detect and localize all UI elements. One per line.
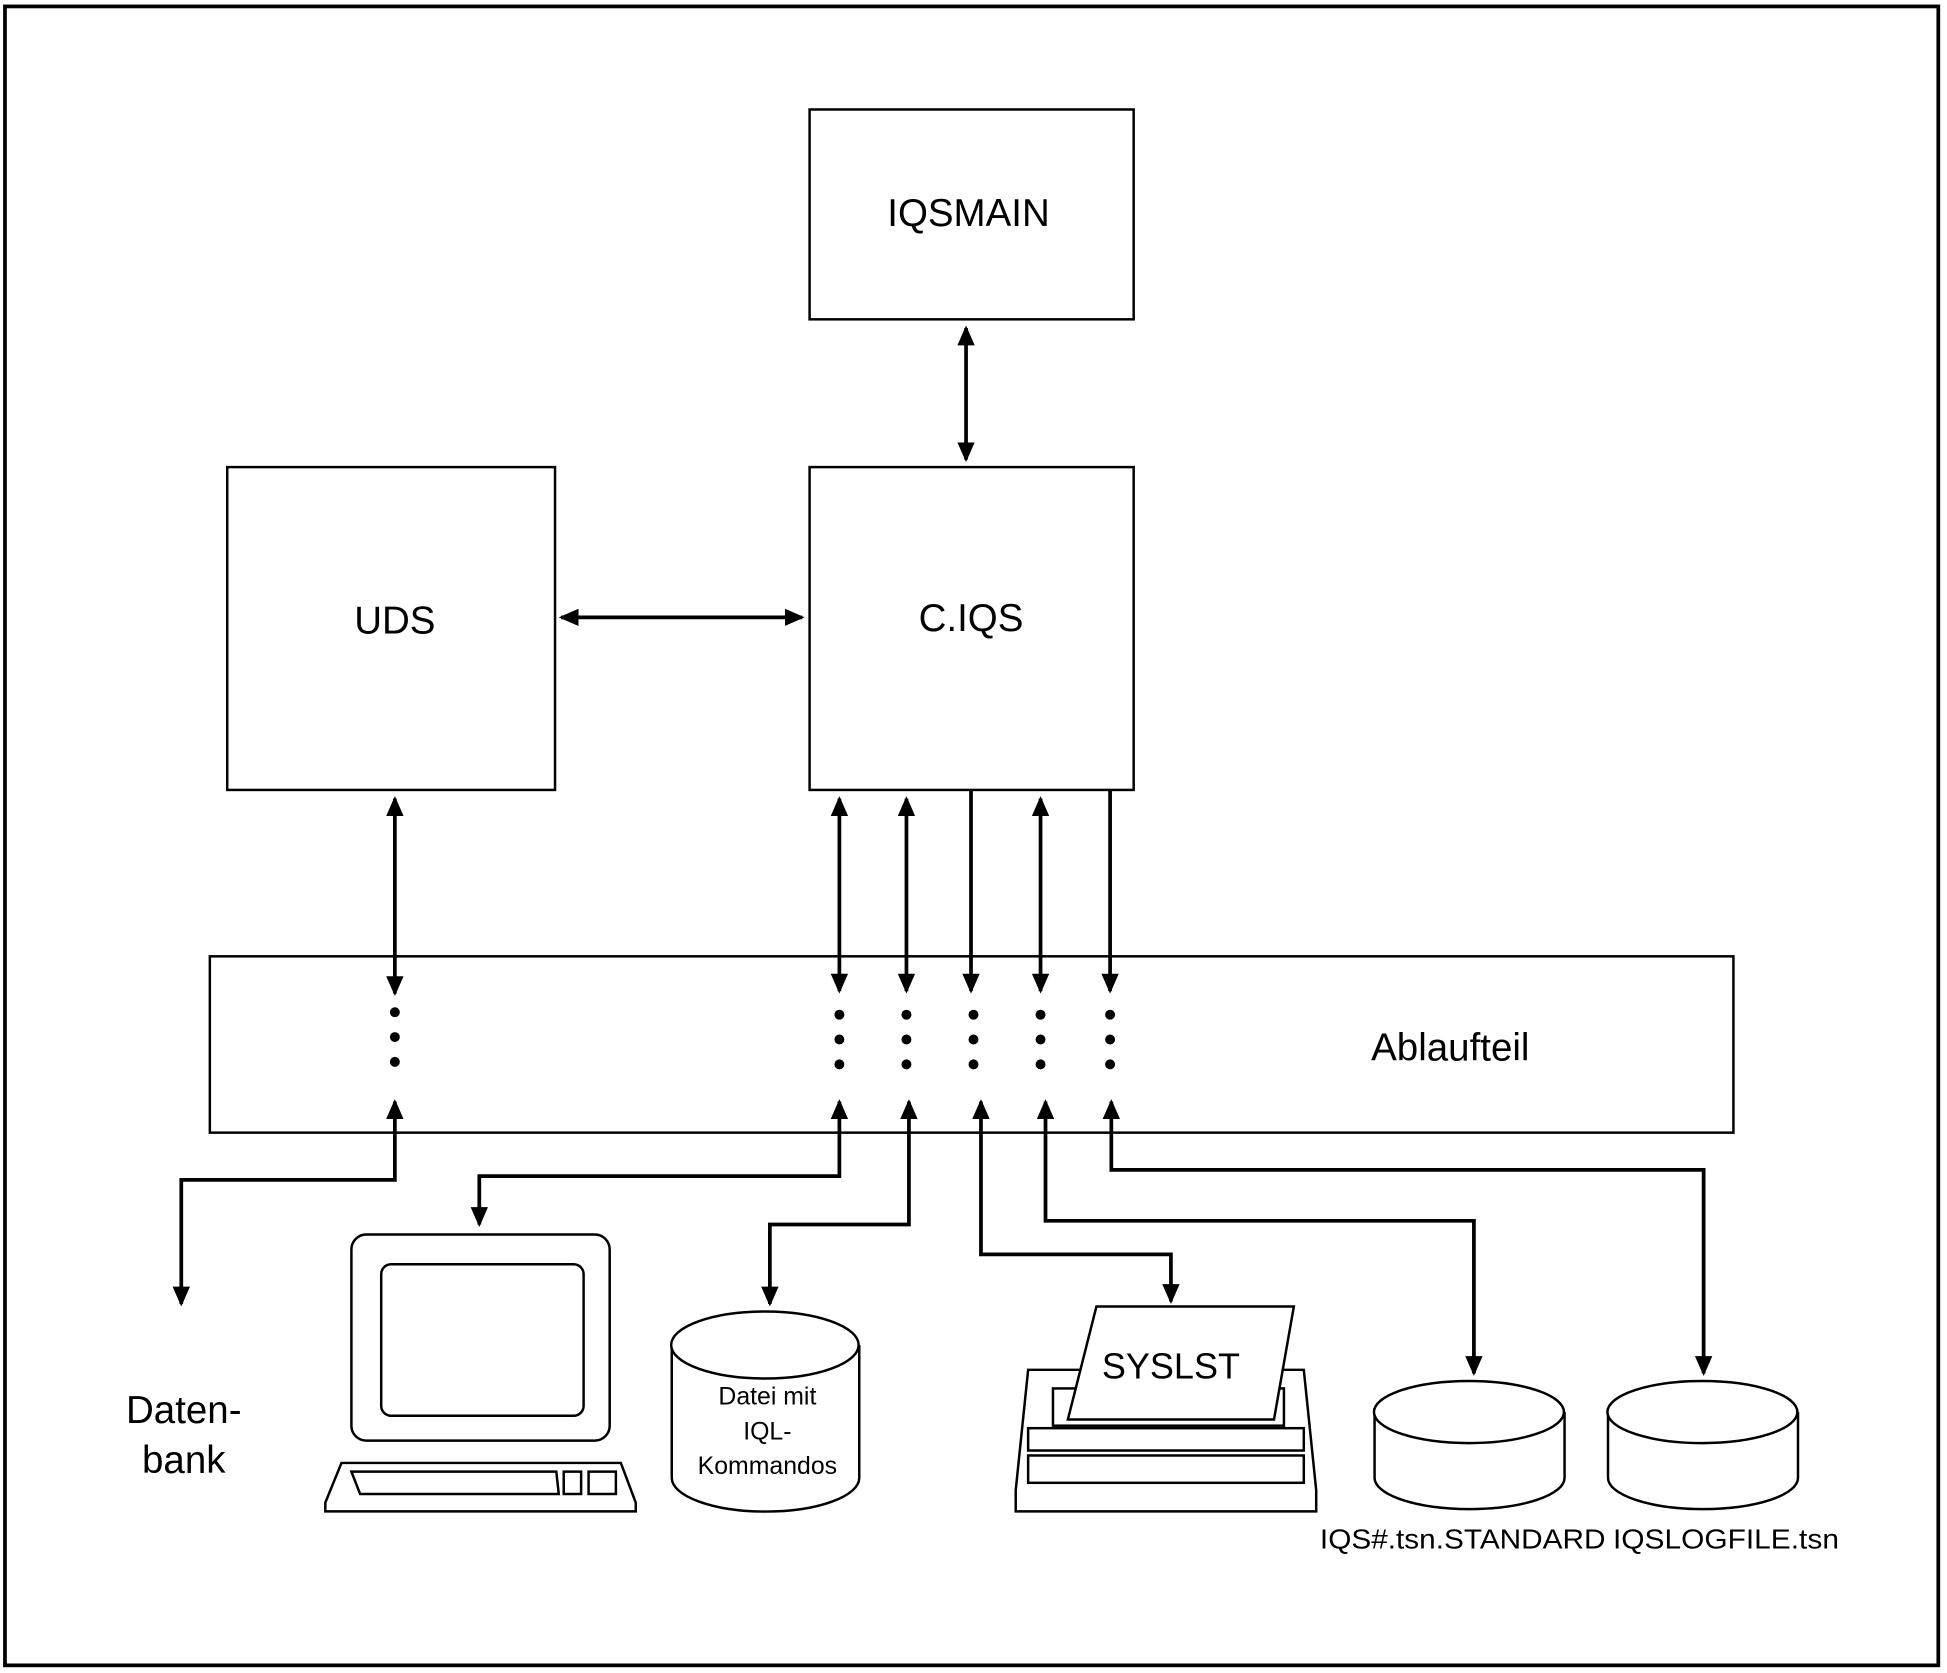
svg-text:bank: bank [142, 1439, 226, 1482]
uds-label: UDS [354, 599, 435, 642]
syslst-label: SYSLST [1102, 1346, 1240, 1387]
standard-file-label: IQS#.tsn.STANDARD [1320, 1524, 1606, 1555]
printer-icon: SYSLST [1014, 1305, 1318, 1513]
ciqs-box: C.IQS [808, 465, 1135, 792]
ciqs-label: C.IQS [919, 597, 1024, 640]
standard-file-disk-icon: IQS#.tsn.STANDARD [1320, 1379, 1606, 1555]
connector-arrows [172, 325, 1713, 1377]
iql-file-label-1: Datei mit [718, 1384, 816, 1411]
outer-frame [3, 4, 1941, 1668]
logfile-label: IQSLOGFILE.tsn [1613, 1524, 1839, 1555]
iql-file-label-3: Kommandos [698, 1453, 837, 1480]
iqsmain-box: IQSMAIN [808, 108, 1135, 321]
iql-file-cylinder-icon: Datei mit IQL- Kommandos [669, 1310, 861, 1513]
logfile-disk-icon: IQSLOGFILE.tsn [1606, 1379, 1839, 1555]
terminal-icon [324, 1233, 637, 1513]
uds-box: UDS [225, 465, 557, 792]
iqsmain-label: IQSMAIN [887, 192, 1050, 235]
svg-text:Daten-: Daten- [126, 1389, 242, 1432]
database-label: Daten- bank [126, 1389, 242, 1482]
ablaufteil-label: Ablaufteil [1371, 1027, 1529, 1070]
iql-file-label-2: IQL- [743, 1418, 791, 1445]
ellipsis-dots [389, 1007, 1116, 1070]
